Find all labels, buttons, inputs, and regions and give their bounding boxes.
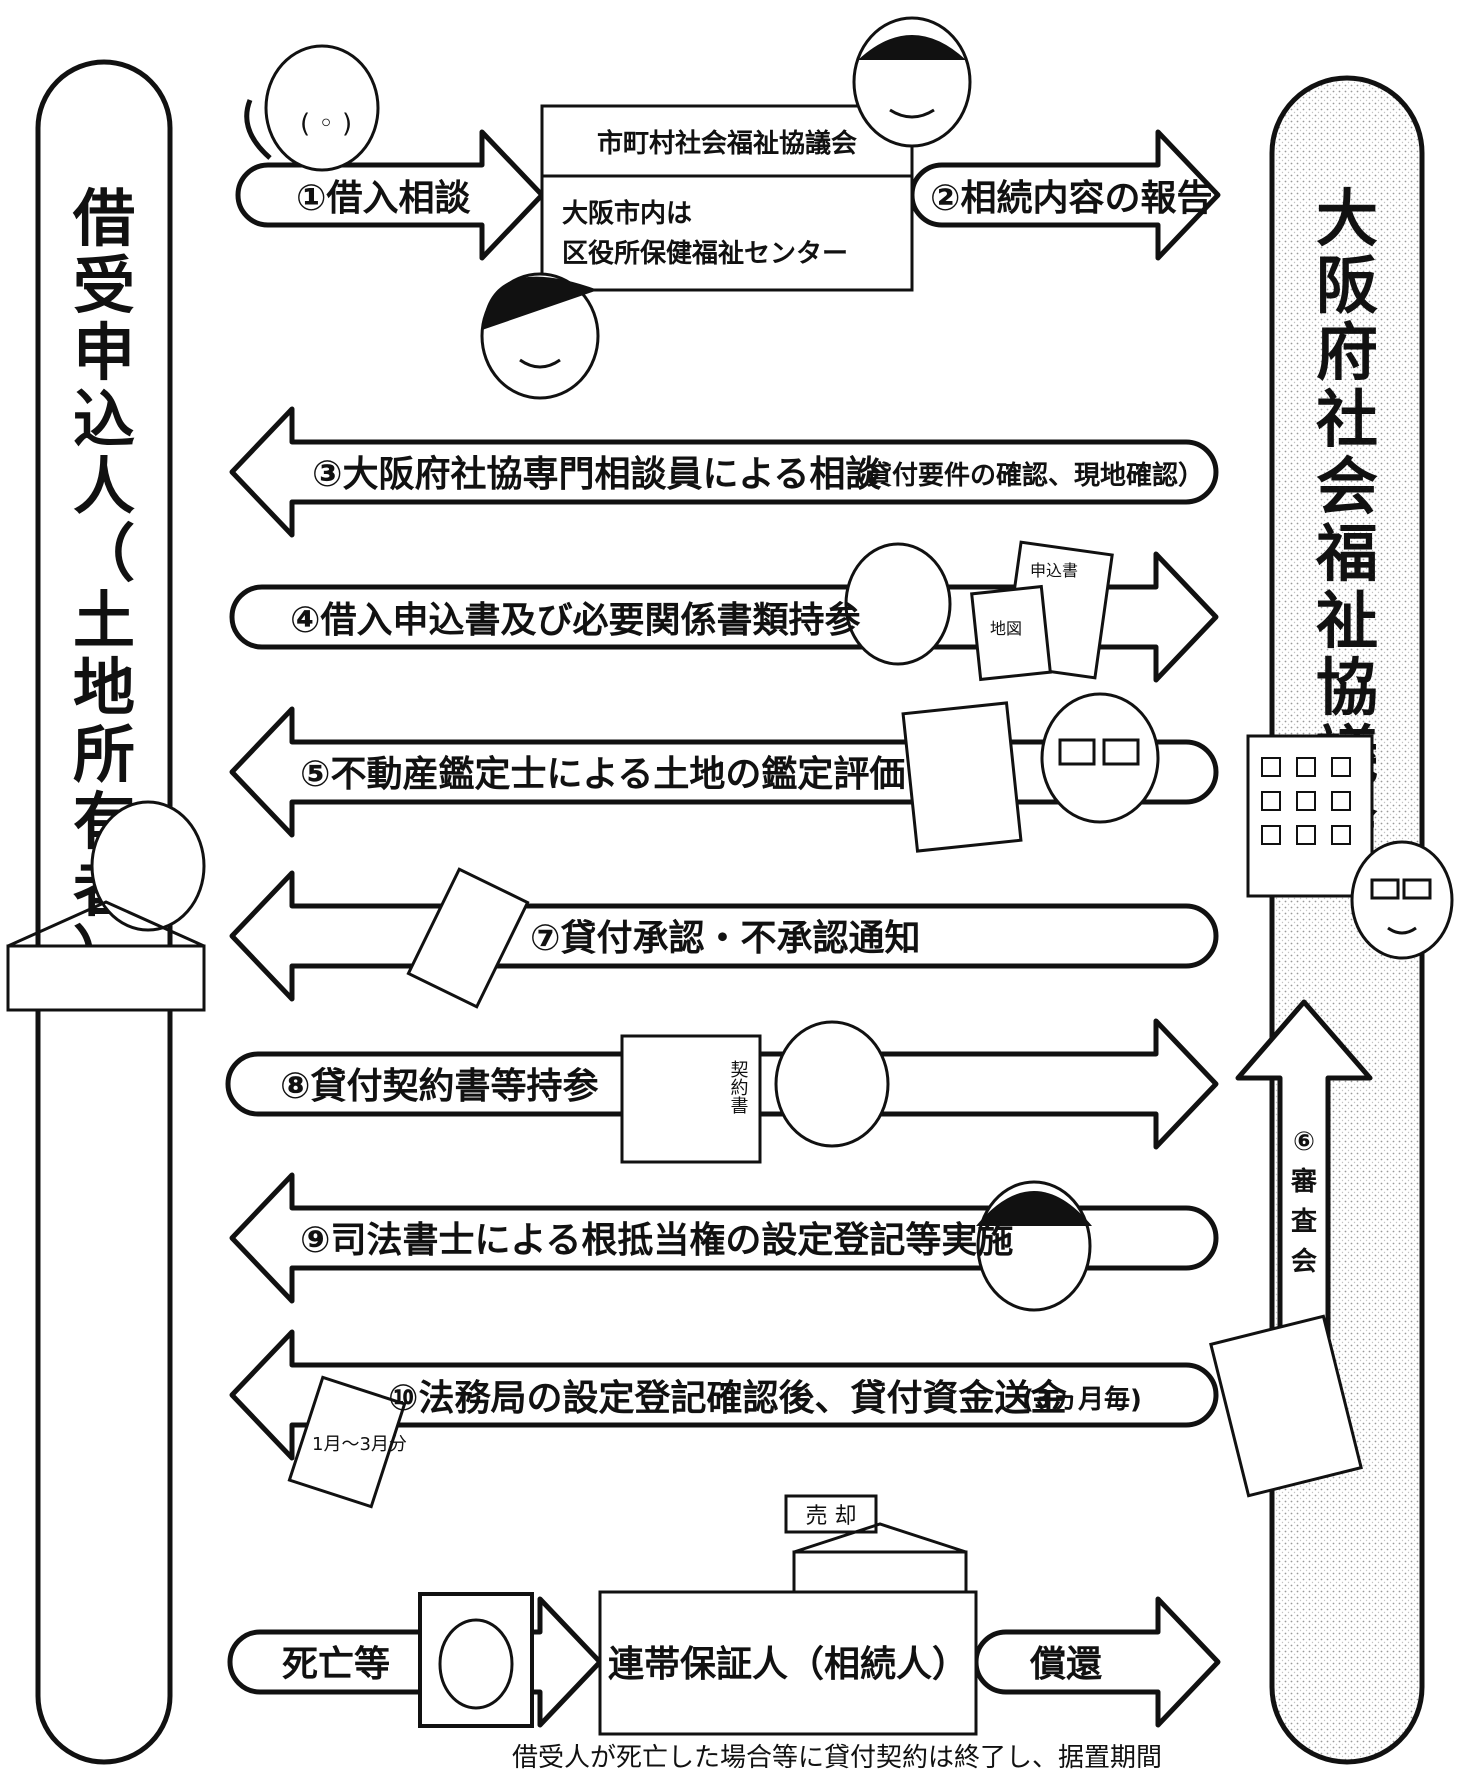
contract-doc-label: 契約書: [728, 1060, 749, 1114]
step3-label: ③大阪府社協専門相談員による相談: [312, 453, 881, 495]
office-building-icon: [1246, 734, 1374, 898]
municipal-office-box: 市町村社会福祉協議会 大阪市内は 区役所保健福祉センター: [540, 104, 914, 292]
step6-label-char: 査: [1291, 1207, 1317, 1237]
svg-text:( ◦ ): ( ◦ ): [300, 109, 352, 139]
arrow-step6: [1235, 999, 1373, 1381]
arrow-step2: [909, 129, 1221, 261]
step7-label: ⑦貸付承認・不承認通知: [530, 918, 920, 959]
map-doc-label: 地図: [990, 619, 1022, 638]
council-label-char: 福: [1315, 517, 1378, 590]
guarantor-label: 連帯保証人（相続人）: [608, 1644, 968, 1685]
elderly-phone-face-icon: ( ◦ ): [244, 44, 380, 172]
arrow-step3: [229, 406, 1219, 538]
arrow-step7: [229, 870, 1219, 1002]
step6-label-char: ⑥: [1293, 1127, 1315, 1157]
flow-arrows: [225, 129, 1373, 1728]
borrower-label-char: 借: [72, 182, 135, 255]
step9-label: ⑨司法書士による根抵当権の設定登記等実施: [300, 1220, 1013, 1261]
step6-label-char: 審: [1290, 1167, 1318, 1197]
arrow-step1: [235, 129, 545, 261]
arrow-death: [227, 1596, 603, 1728]
arrow-step4: [229, 551, 1219, 683]
money-label: 1月～3月分: [312, 1434, 407, 1455]
borrower-label-char: （: [73, 517, 135, 590]
death-label: 死亡等: [282, 1644, 390, 1685]
council-label-char: 会: [1316, 450, 1378, 523]
prefecture-council-pillar: 大阪府社会福祉協議会: [1246, 75, 1454, 1765]
borrower-label-char: 地: [73, 651, 135, 724]
step2-label: ②相続内容の報告: [930, 178, 1212, 219]
for-sale-house-icon: 売 却: [784, 1494, 968, 1594]
office-line2: 区役所保健福祉センター: [562, 239, 848, 269]
arrow-step9: [229, 1172, 1219, 1304]
staff-glasses-face-icon: [1350, 840, 1454, 960]
memorial-portrait-icon: [418, 1592, 534, 1728]
step5-label: ⑤不動産鑑定士による土地の鑑定評価: [300, 753, 905, 795]
money-envelope-icon: 1月～3月分: [287, 1375, 407, 1509]
borrower-label-char: 所: [73, 718, 135, 791]
arrow-step10: [229, 1329, 1219, 1461]
staff-man-face-icon: [852, 16, 972, 148]
contract-icon: 契約書: [620, 1020, 890, 1164]
office-line1: 大阪市内は: [562, 198, 692, 229]
borrower-label-char: 受: [73, 249, 135, 322]
council-label-char: 大: [1316, 182, 1378, 255]
office-title: 市町村社会福祉協議会: [597, 128, 857, 159]
borrower-label-char: 申: [73, 316, 135, 389]
envelope-icon: [406, 867, 530, 1009]
borrower-label-char: 人: [73, 450, 135, 523]
step10-label: ⑩法務局の設定登記確認後、貸付資金送金: [388, 1377, 1067, 1419]
review-clipboard-icon: [1209, 1314, 1363, 1498]
step10-note: (3ヵ月毎): [1022, 1385, 1142, 1415]
council-label-char: 阪: [1316, 249, 1378, 322]
step3-note: （貸付要件の確認、現地確認）: [840, 460, 1204, 491]
step4-label: ④借入申込書及び必要関係書類持参: [290, 600, 860, 641]
repay-label: 償還: [1029, 1644, 1102, 1685]
staff-woman-face-icon: [480, 272, 600, 400]
arrow-step5: [229, 706, 1219, 838]
step1-label: ①借入相談: [296, 178, 470, 219]
step8-label: ⑧貸付契約書等持参: [280, 1066, 598, 1107]
application-documents-icon: 申込書 地図: [844, 540, 1114, 682]
appraiser-icon: [901, 692, 1160, 853]
borrower-house-icon: [6, 800, 206, 1012]
application-doc-label: 申込書: [1030, 561, 1078, 580]
guarantor-box: 連帯保証人（相続人）: [598, 1590, 978, 1736]
council-label-char: 祉: [1316, 584, 1378, 657]
arrow-repay: [973, 1596, 1221, 1728]
borrower-label-char: 土: [73, 584, 135, 657]
step6-label-char: 会: [1291, 1247, 1317, 1277]
council-label-char: 協: [1316, 651, 1378, 724]
council-label-char: 社: [1316, 383, 1378, 456]
sale-sign-label: 売 却: [806, 1504, 857, 1529]
council-label-char: 府: [1316, 316, 1378, 389]
borrower-label-char: 込: [73, 383, 135, 456]
scrivener-icon: [976, 1180, 1092, 1312]
footer-note: 借受人が死亡した場合等に貸付契約は終了し、据置期間: [512, 1743, 1162, 1769]
